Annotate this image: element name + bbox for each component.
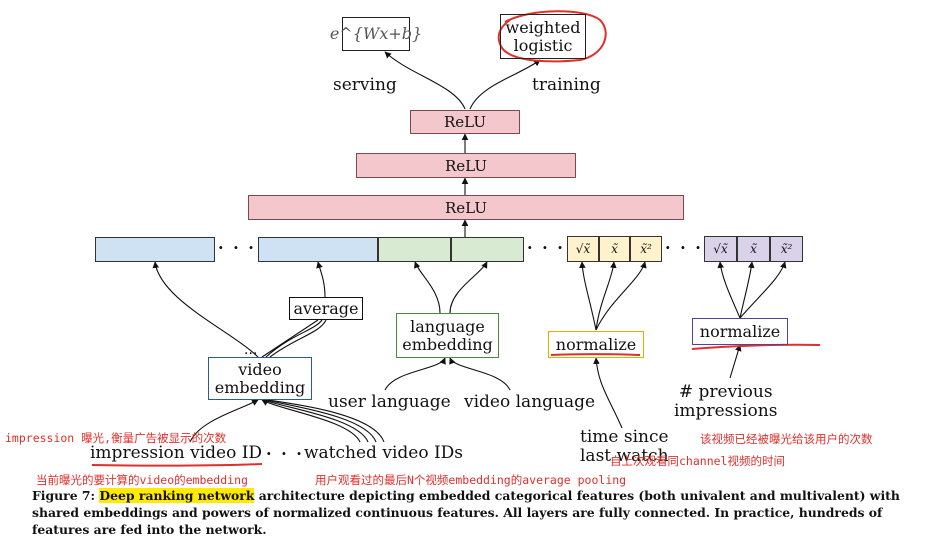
annotation-last-watch: 自上次观看同channel视频的时间: [610, 454, 785, 468]
video-embedding-node: video embedding: [208, 357, 312, 400]
edge-normimp-p2: [739, 261, 755, 319]
feature-language-embedding-video: [451, 237, 524, 262]
language-embedding-node: language embedding: [396, 313, 499, 358]
edge-normtime-y1: [579, 261, 597, 331]
edge-normimp-p3: [739, 261, 787, 319]
relu-layer-bottom: ReLU: [248, 195, 684, 220]
edge-lang-green2: [449, 261, 488, 314]
edge-time-normtime: [593, 357, 623, 429]
edge-normtime-y2: [595, 261, 617, 331]
normalize-impressions-label: normalize: [699, 321, 781, 341]
edge-userlang-langemb: [384, 357, 446, 391]
normalize-time-node: normalize: [548, 331, 644, 358]
edge-videoemb-average-3: [269, 319, 327, 358]
edge-normimp-p1: [717, 261, 741, 319]
red-underline-impression-id: [91, 463, 263, 467]
caption-prefix: Figure 7:: [32, 488, 100, 503]
feature-time-linear: x̃: [599, 236, 630, 262]
previous-impressions-line1: # previous: [678, 382, 773, 402]
edge-impid-videoemb: [189, 399, 259, 443]
relu-layer-top: ReLU: [410, 110, 520, 134]
edge-watched-videoemb-1: [261, 399, 361, 443]
feature-impressions-linear: x̃: [737, 236, 770, 262]
caption-highlight: Deep ranking network: [99, 488, 255, 503]
edge-lang-green1: [414, 261, 441, 314]
average-node: average: [289, 297, 363, 320]
feature-dots-3: · · ·: [665, 238, 703, 257]
feature-language-embedding-user: [378, 237, 451, 262]
feature-time-linear-label: x̃: [611, 242, 618, 256]
red-circle-weighted-logistic: [497, 10, 607, 63]
red-underline-normalize-time: [550, 353, 641, 356]
red-underline-normalize-imp: [691, 343, 821, 350]
language-embedding-line2: embedding: [402, 334, 493, 354]
relu-layer-middle: ReLU: [356, 153, 576, 178]
time-since-last-watch-label: time since last watch: [580, 428, 669, 466]
impression-video-id-label: impression video ID: [90, 443, 263, 463]
edge-videoemb-average: [261, 319, 319, 358]
user-language-label: user language: [328, 392, 451, 412]
feature-dots-1: · · ·: [218, 238, 256, 257]
relu-mid-label: ReLU: [445, 156, 487, 175]
edge-videoemb-blue1: [152, 261, 259, 358]
feature-watched-video-embedding: [258, 237, 378, 262]
language-embedding-line1: language: [410, 316, 485, 336]
annotation-previous-impressions: 该视频已经被曝光给该用户的次数: [700, 432, 873, 446]
relu-top-label: ReLU: [444, 113, 486, 131]
training-label: training: [532, 75, 601, 95]
edge-previmp-normimp: [729, 344, 742, 379]
edge-watched-videoemb-3: [265, 399, 377, 443]
time-since-line1: time since: [580, 427, 669, 447]
serving-formula: e^{Wx+b}: [329, 24, 423, 43]
serving-formula-box: e^{Wx+b}: [330, 17, 422, 51]
normalize-impressions-node: normalize: [692, 318, 788, 345]
feature-imp-linear-label: x̃: [750, 242, 757, 256]
previous-impressions-label: # previous impressions: [674, 383, 777, 421]
normalize-time-label: normalize: [555, 334, 637, 354]
edge-average-blue2: [316, 261, 326, 298]
edge-to-serving: [384, 51, 466, 110]
id-dots: · · ·: [266, 444, 304, 463]
annotation-watched: 用户观看过的最后N个视频embedding的average pooling: [315, 473, 627, 487]
feature-time-square-label: x̃²: [640, 242, 652, 256]
feature-imp-square-label: x̃²: [780, 242, 793, 256]
video-embedding-line2: embedding: [214, 377, 306, 397]
video-embedding-line1: video: [238, 359, 282, 379]
weighted-logistic-line1: weighted: [505, 17, 581, 37]
weighted-logistic-line2: logistic: [513, 35, 573, 55]
feature-imp-sqrt-label: √x̃: [713, 242, 728, 256]
edge-watched-videoemb-2: [263, 399, 369, 443]
time-since-line2: last watch: [580, 446, 669, 466]
weighted-logistic-box: weighted logistic: [500, 14, 586, 59]
feature-dots-2: · · ·: [527, 238, 565, 257]
annotation-impression-video: 当前曝光的要计算的video的embedding: [36, 473, 248, 487]
feature-impression-video-embedding: [95, 237, 215, 262]
average-label: average: [293, 298, 359, 318]
video-embedding-dots: ...: [244, 342, 258, 358]
feature-impressions-sqrt: √x̃: [704, 236, 737, 262]
caption-body: architecture depicting embedded categori…: [32, 488, 900, 537]
edge-normtime-y3: [595, 261, 647, 331]
feature-time-sqrt-label: √x̃: [575, 242, 591, 256]
feature-impressions-square: x̃²: [770, 236, 803, 262]
edge-to-training: [469, 59, 541, 110]
figure-caption: Figure 7: Deep ranking network architect…: [32, 487, 902, 538]
previous-impressions-line2: impressions: [674, 401, 778, 421]
edge-videolang-langemb: [449, 357, 511, 391]
serving-label: serving: [333, 75, 397, 95]
feature-time-square: x̃²: [630, 236, 662, 262]
annotation-impression: impression 曝光,衡量广告被显示的次数: [5, 431, 227, 445]
edge-videoemb-average-2: [265, 319, 323, 358]
feature-time-sqrt: √x̃: [567, 236, 599, 262]
edge-watched-videoemb-4: [267, 399, 385, 443]
video-language-label: video language: [464, 392, 596, 412]
relu-bottom-label: ReLU: [445, 198, 487, 217]
watched-video-ids-label: watched video IDs: [304, 443, 464, 463]
